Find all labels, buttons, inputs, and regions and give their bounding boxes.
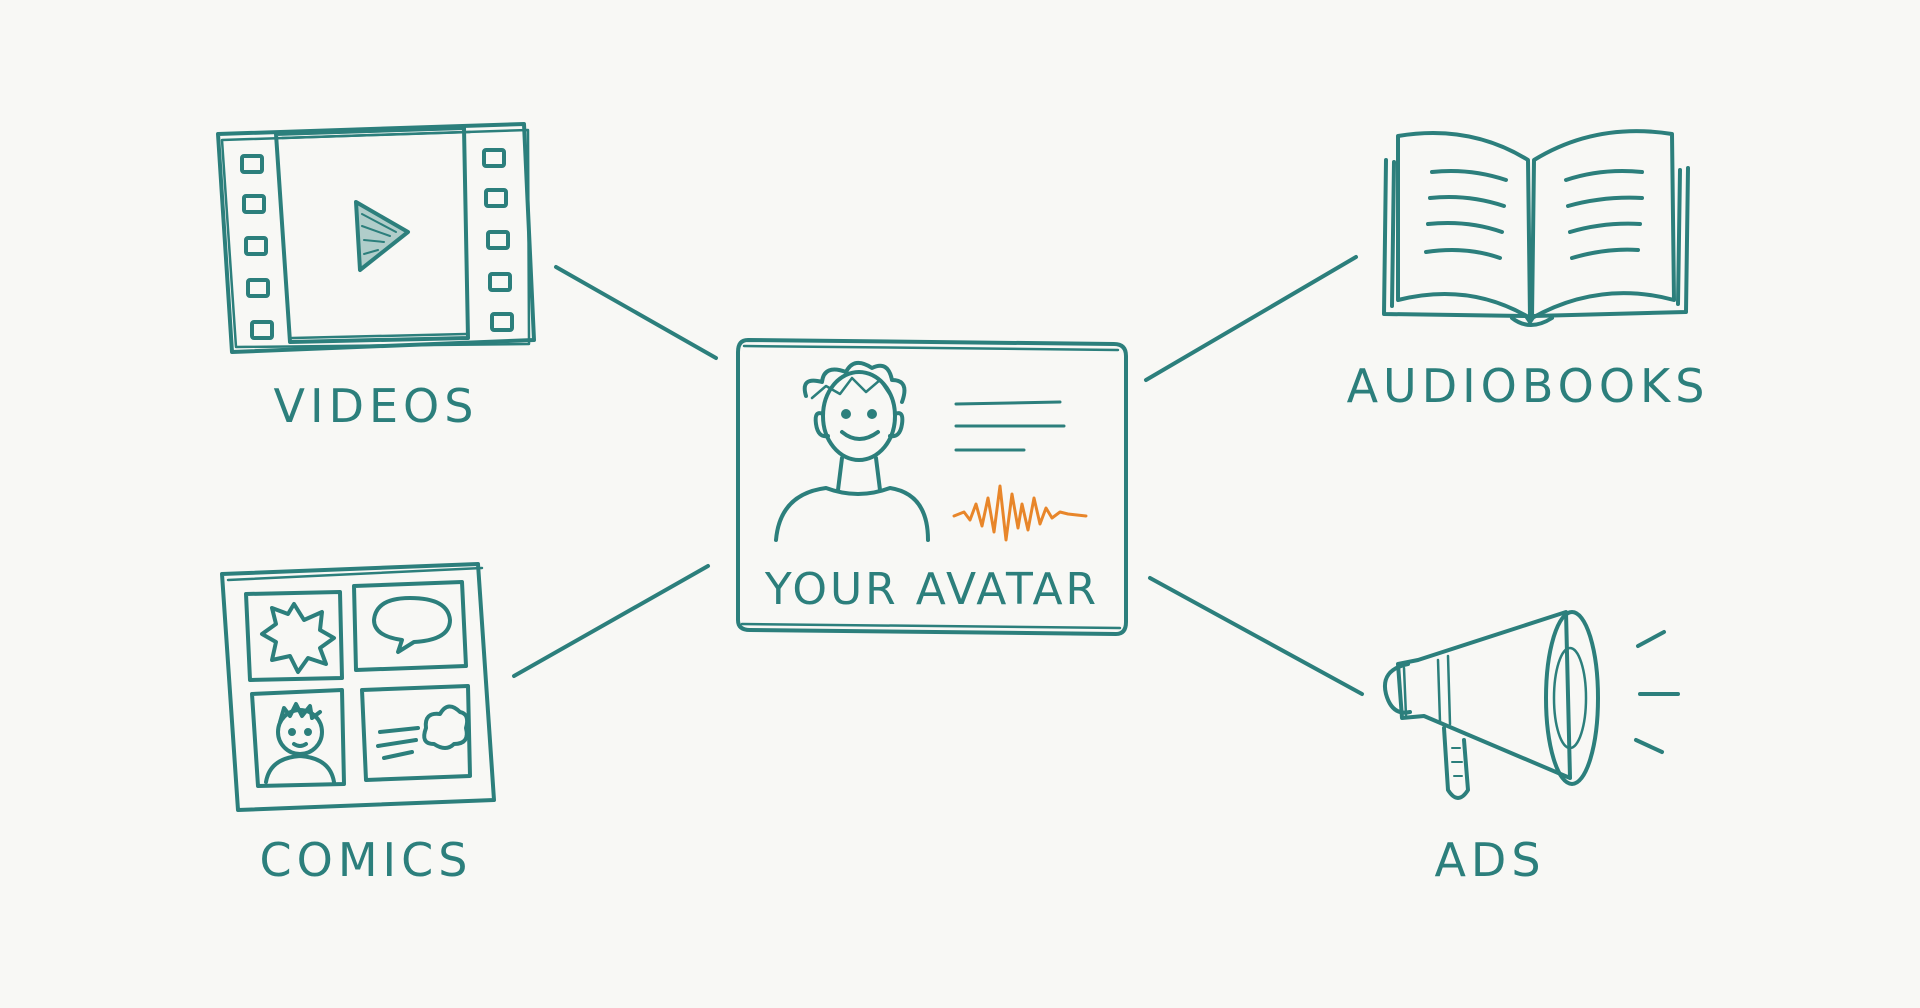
comics-label: COMICS — [260, 833, 473, 887]
comic-panels-icon — [220, 562, 496, 812]
videos-label: VIDEOS — [274, 379, 479, 433]
avatar-card-icon — [736, 338, 1128, 636]
center-label: YOUR AVATAR — [764, 564, 1099, 615]
connector-videos — [554, 265, 718, 360]
film-strip-icon — [216, 122, 536, 354]
audio-waveform-icon — [952, 484, 1088, 542]
connector-ads — [1148, 576, 1364, 696]
audiobooks-label: AUDIOBOOKS — [1347, 359, 1710, 413]
open-book-icon — [1382, 129, 1690, 327]
connector-audiobooks — [1144, 255, 1358, 382]
megaphone-icon — [1383, 610, 1680, 800]
connector-comics — [512, 564, 710, 678]
ads-label: ADS — [1434, 833, 1545, 887]
